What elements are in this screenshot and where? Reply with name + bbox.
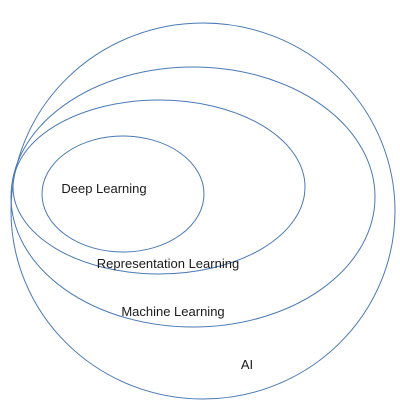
ai-ellipse (10, 22, 396, 400)
machine-learning-ellipse (10, 66, 376, 328)
ai-label: AI (241, 357, 253, 372)
deep-learning-ellipse (41, 135, 205, 253)
representation-learning-label: Representation Learning (97, 256, 239, 271)
representation-learning-ellipse (12, 99, 306, 275)
deep-learning-label: Deep Learning (61, 181, 146, 196)
machine-learning-label: Machine Learning (121, 304, 224, 319)
